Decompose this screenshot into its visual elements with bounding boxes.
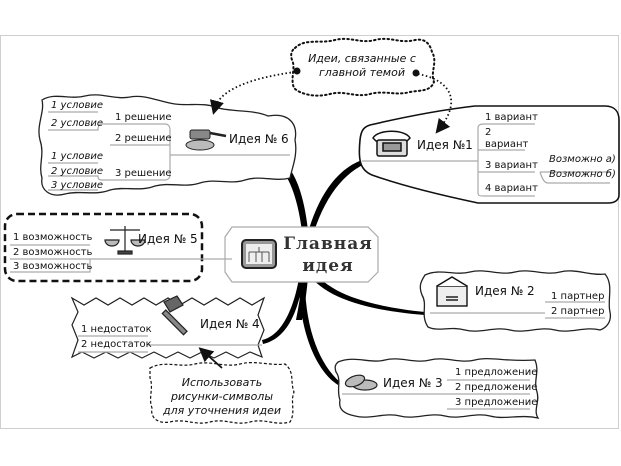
idea2-item-1[interactable]: 1 партнер [551, 291, 605, 302]
central-title-line1: Главная [283, 234, 373, 254]
idea1-variant-2-word[interactable]: вариант [485, 139, 529, 150]
coins-icon [344, 374, 378, 391]
callout-top-bubble [290, 37, 436, 97]
idea1-title[interactable]: Идея №1 [417, 138, 473, 152]
diagram-frame [0, 35, 619, 429]
central-title: Главная идея [282, 233, 374, 277]
callout-bottom-line1: Использовать [181, 376, 263, 389]
idea6-condition-a1[interactable]: 1 условие [51, 100, 104, 111]
idea5-bubble [3, 212, 204, 283]
branch-idea2 [306, 266, 425, 315]
idea6-condition-b2[interactable]: 2 условие [51, 166, 104, 177]
arrow-to-idea4 [198, 347, 223, 369]
callout-bottom-line3: для уточнения идеи [163, 404, 281, 417]
callout-bottom-bubble [149, 361, 295, 424]
idea6-solution-2[interactable]: 2 решение [115, 133, 172, 144]
idea6-condition-a2[interactable]: 2 условие [51, 118, 104, 129]
idea3-item-3[interactable]: 3 предложение [455, 397, 538, 408]
idea4-bubble [70, 296, 266, 359]
idea3-bubble [334, 357, 540, 419]
idea3-item-2[interactable]: 2 предложение [455, 382, 538, 393]
idea3-title[interactable]: Идея № 3 [383, 376, 443, 390]
idea5-item-1[interactable]: 1 возможность [13, 232, 93, 243]
idea5-item-3[interactable]: 3 возможность [13, 261, 93, 272]
callout-bottom-text: Использовать рисунки-символы для уточнен… [155, 376, 289, 418]
idea6-condition-b3[interactable]: 3 условие [51, 180, 104, 191]
branch-idea3 [299, 285, 340, 385]
idea1-variant-2-num[interactable]: 2 [485, 127, 492, 138]
arrow-to-idea1 [417, 73, 452, 134]
branch-idea4 [262, 272, 304, 344]
idea1-variant-1[interactable]: 1 вариант [485, 112, 538, 123]
callout-top-line2: главной темой [319, 66, 405, 79]
idea2-item-2[interactable]: 2 партнер [551, 306, 605, 317]
idea1-variant-3[interactable]: 3 вариант [485, 160, 538, 171]
idea1-sub-a[interactable]: Возможно а) [549, 154, 616, 165]
idea2-bubble [419, 270, 612, 332]
idea5-title[interactable]: Идея № 5 [138, 232, 198, 246]
idea6-solution-1[interactable]: 1 решение [115, 112, 172, 123]
idea2-title[interactable]: Идея № 2 [475, 284, 535, 298]
callout-bottom-line2: рисунки-символы [170, 390, 274, 403]
idea1-bubble [358, 105, 620, 204]
idea4-item-1[interactable]: 1 недостаток [81, 324, 152, 335]
idea4-item-2[interactable]: 2 недостаток [81, 339, 152, 350]
tank-icon [185, 129, 227, 151]
idea4-title[interactable]: Идея № 4 [200, 317, 260, 331]
scales-icon [104, 226, 146, 255]
idea6-condition-b1[interactable]: 1 условие [51, 151, 104, 162]
idea5-item-2[interactable]: 2 возможность [13, 247, 93, 258]
idea1-sub-b[interactable]: Возможно б) [549, 169, 616, 180]
envelope-icon [436, 276, 468, 307]
branch-idea6 [268, 153, 310, 320]
callout-top-text: Идеи, связанные с главной темой [300, 52, 424, 80]
telephone-icon [372, 130, 411, 157]
arrow-to-idea6 [210, 71, 296, 115]
idea6-title[interactable]: Идея № 6 [229, 132, 289, 146]
hammer-icon [161, 295, 188, 336]
idea1-variant-4[interactable]: 4 вариант [485, 183, 538, 194]
central-title-line2: идея [302, 256, 354, 276]
callout-top-line1: Идеи, связанные с [308, 52, 416, 65]
idea3-item-1[interactable]: 1 предложение [455, 367, 538, 378]
idea6-solution-3[interactable]: 3 решение [115, 168, 172, 179]
